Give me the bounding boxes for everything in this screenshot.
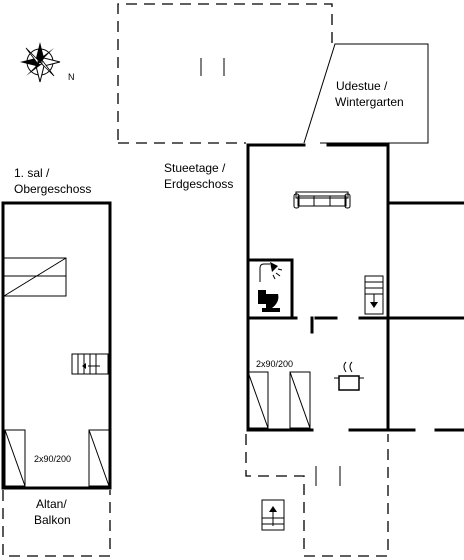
first-floor-label-2: Obergeschoss	[14, 182, 91, 196]
shower-icon	[259, 262, 283, 282]
bed-icon	[247, 371, 311, 429]
compass-north-label: N	[68, 72, 75, 82]
ground-bed-label: 2x90/200	[256, 359, 293, 369]
ground-floor-label-1: Stueetage /	[164, 161, 226, 175]
ground-terrace-outline	[245, 434, 389, 557]
sofa-icon	[293, 191, 351, 209]
skylight-icon	[3, 257, 67, 297]
wintergarden-label-2: Wintergarten	[335, 95, 404, 109]
cooking-pot-icon	[334, 361, 364, 391]
first-floor-label-1: 1. sal /	[14, 166, 50, 180]
balcony-label-1: Altan/	[36, 497, 67, 511]
compass-rose-icon	[20, 42, 61, 83]
stairs-up-icon	[261, 499, 285, 531]
wintergarden-label-1: Udestue /	[336, 79, 388, 93]
toilet-icon	[258, 290, 280, 312]
ground-floor-label-2: Erdgeschoss	[164, 177, 233, 191]
upper-bed-label: 2x90/200	[34, 454, 71, 464]
balcony-outline	[2, 490, 111, 557]
terrace-outline	[117, 3, 333, 140]
stairs-down-icon	[364, 275, 384, 315]
balcony-label-2: Balkon	[34, 513, 71, 527]
ground-floor-walls	[246, 143, 464, 432]
upper-bed-icon	[4, 429, 110, 487]
stairs-icon	[71, 353, 109, 375]
first-floor-walls	[1, 201, 112, 490]
wintergarden-outline	[303, 43, 429, 144]
